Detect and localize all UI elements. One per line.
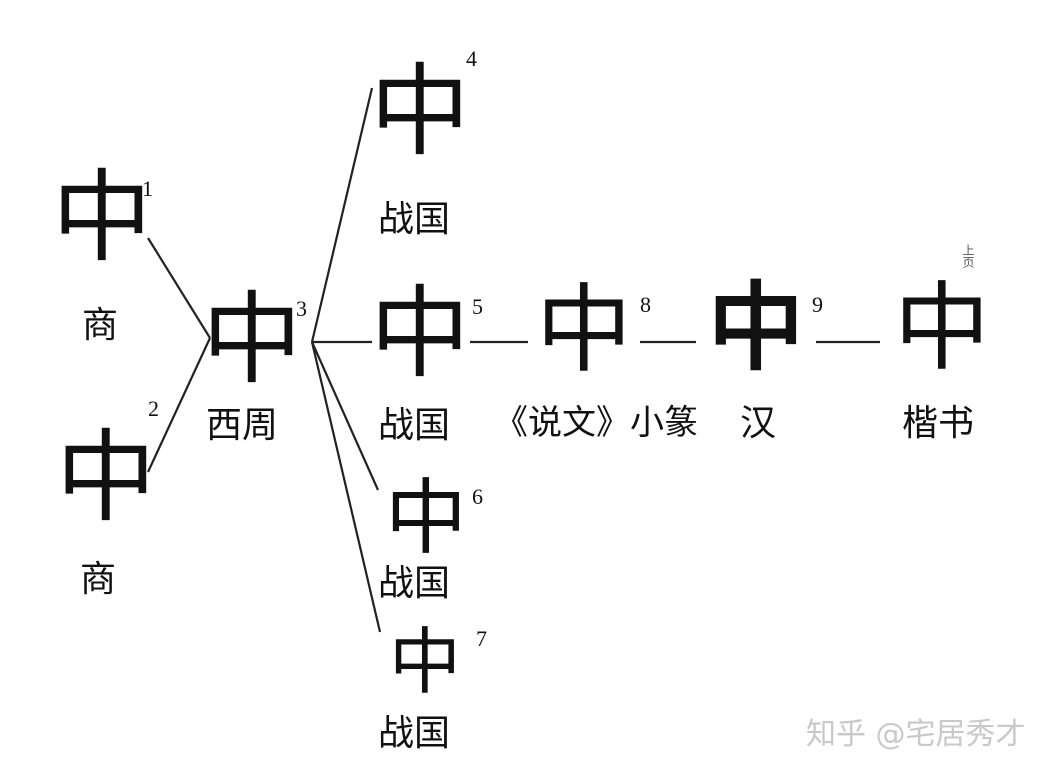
number-2: 2	[148, 396, 159, 421]
period-label-7: 战国	[378, 713, 451, 754]
period-label-9: 楷书	[902, 403, 975, 444]
number-5: 5	[472, 294, 483, 319]
glyph-8-han: 中	[708, 271, 804, 384]
glyph-9-regular-script: 中	[894, 272, 990, 384]
glyph-4-warring-states: 中	[370, 53, 470, 170]
number-9: 9	[812, 292, 823, 317]
number-3: 3	[296, 296, 307, 321]
period-label-1: 商	[82, 305, 119, 346]
line-2-to-3	[147, 337, 211, 473]
number-7: 7	[476, 626, 487, 651]
period-label-6: 战国	[378, 563, 451, 604]
line-3-to-6	[310, 341, 380, 491]
glyph-2-shang: 中	[56, 419, 156, 536]
watermark: 知乎 @宅居秀才	[806, 717, 1026, 752]
number-8: 8	[640, 292, 651, 317]
glyph-1-shang: 中	[52, 159, 152, 276]
glyph-shuowen-small-seal: 中	[536, 274, 632, 386]
glyph-7-warring-states: 中	[388, 620, 461, 704]
source-note: 上页	[961, 244, 975, 268]
period-label-5: 战国	[378, 405, 451, 446]
period-label-8: 汉	[740, 403, 777, 444]
period-label-4: 战国	[378, 199, 451, 240]
number-1: 1	[142, 176, 153, 201]
period-label-3: 西周	[206, 405, 279, 446]
glyph-3-western-zhou: 中	[202, 281, 302, 398]
number-6: 6	[472, 484, 483, 509]
number-4: 4	[466, 46, 477, 71]
glyph-6-warring-states: 中	[384, 471, 467, 566]
period-label-shuowen: 《说文》小篆	[494, 403, 698, 443]
line-1-to-3	[147, 237, 211, 339]
line-3-to-4	[310, 87, 374, 343]
glyph-5-warring-states: 中	[370, 275, 470, 392]
line-3-to-7	[310, 341, 382, 633]
period-label-2: 商	[80, 559, 117, 600]
